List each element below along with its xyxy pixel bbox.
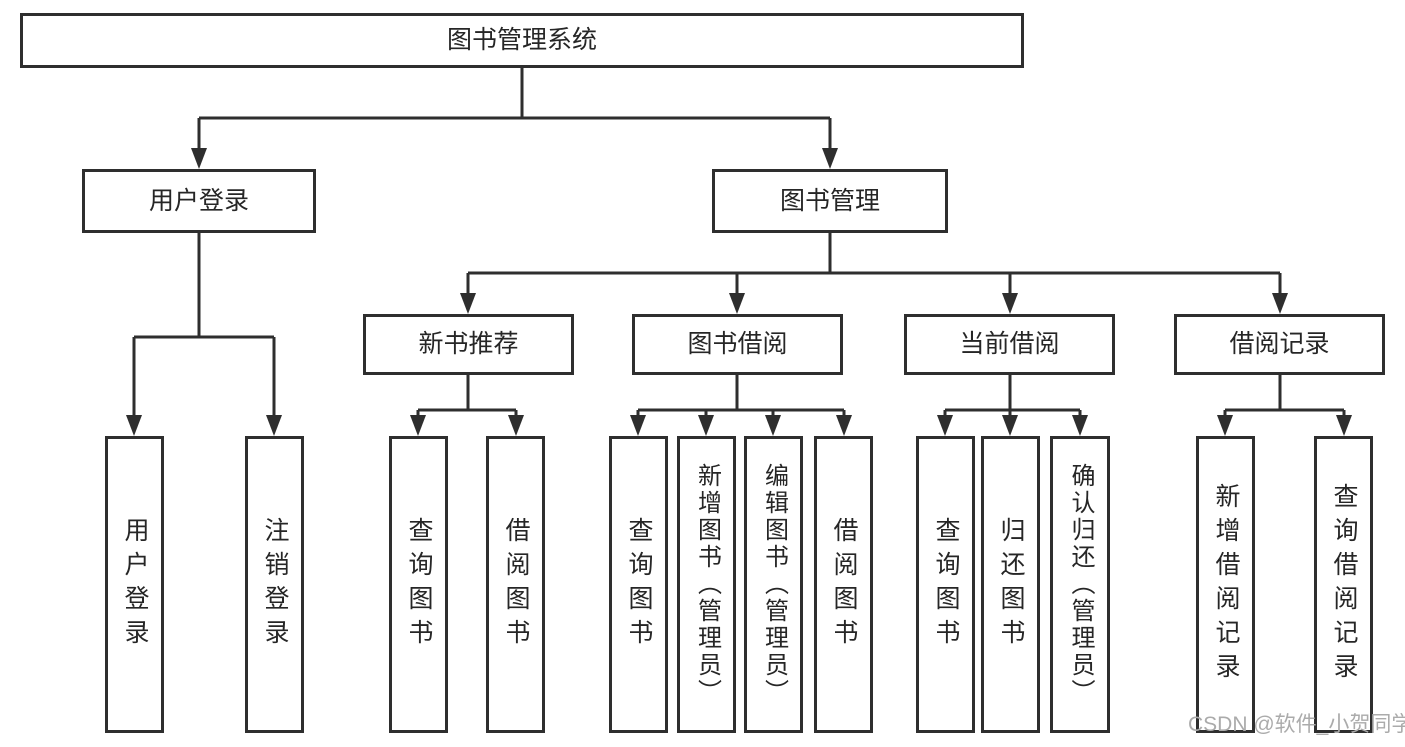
arrow-down: [937, 415, 953, 436]
arrow-down: [460, 293, 476, 314]
node-current-borrow-label: 当前借阅: [959, 330, 1060, 358]
leaf-borrow-books: 借阅图书: [486, 436, 545, 733]
arrow-down: [836, 415, 852, 436]
arrow-down: [1002, 293, 1018, 314]
edges-management-to-groups: [460, 233, 1288, 314]
leaf-label: 新增图书（管理员）: [693, 463, 721, 706]
node-root: 图书管理系统: [20, 13, 1024, 68]
node-borrow-records: 借阅记录: [1174, 314, 1385, 375]
node-book-management: 图书管理: [712, 169, 948, 233]
leaf-query-books: 查询图书: [389, 436, 448, 733]
arrow-down: [698, 415, 714, 436]
leaf-query-books: 查询图书: [916, 436, 975, 733]
leaf-confirm-return-admin: 确认归还（管理员）: [1050, 436, 1110, 733]
arrow-down: [1272, 293, 1288, 314]
arrow-down: [1217, 415, 1233, 436]
node-book-borrow-label: 图书借阅: [687, 330, 788, 358]
leaf-edit-books-admin: 编辑图书（管理员）: [744, 436, 803, 733]
leaf-label: 借阅图书: [830, 516, 858, 653]
arrow-down: [1336, 415, 1352, 436]
leaf-label: 查询图书: [405, 516, 433, 653]
node-current-borrow: 当前借阅: [904, 314, 1115, 375]
arrow-down: [765, 415, 781, 436]
edges-current-borrow-to-leaves: [937, 375, 1088, 436]
node-book-management-label: 图书管理: [779, 186, 880, 215]
arrow-down: [822, 148, 838, 169]
edges-login-to-leaves: [126, 233, 282, 436]
arrow-down: [1002, 415, 1018, 436]
leaf-label: 注销登录: [261, 516, 289, 653]
edges-root-to-level2: [191, 68, 838, 169]
leaf-add-books-admin: 新增图书（管理员）: [677, 436, 736, 733]
edges-new-book-recommend-to-leaves: [410, 375, 524, 436]
csdn-watermark: CSDN @软件_小贺同学: [1188, 713, 1405, 736]
leaf-label: 新增借阅记录: [1212, 482, 1240, 687]
arrow-down: [410, 415, 426, 436]
leaf-query-borrow-record: 查询借阅记录: [1314, 436, 1373, 733]
leaf-logout: 注销登录: [245, 436, 304, 733]
arrow-down: [729, 293, 745, 314]
leaf-label: 查询图书: [625, 516, 653, 653]
arrow-down: [630, 415, 646, 436]
node-book-borrow: 图书借阅: [632, 314, 843, 375]
leaf-label: 借阅图书: [502, 516, 530, 653]
node-user-login-label: 用户登录: [148, 186, 249, 215]
node-borrow-records-label: 借阅记录: [1229, 330, 1330, 358]
leaf-user-login: 用户登录: [105, 436, 164, 733]
leaf-label: 查询图书: [932, 516, 960, 653]
arrow-down: [266, 415, 282, 436]
node-user-login: 用户登录: [82, 169, 316, 233]
leaf-label: 确认归还（管理员）: [1067, 463, 1094, 706]
node-root-label: 图书管理系统: [446, 26, 597, 54]
arrow-down: [1072, 415, 1088, 436]
leaf-borrow-books: 借阅图书: [814, 436, 873, 733]
edges-book-borrow-to-leaves: [630, 375, 852, 436]
leaf-label: 查询借阅记录: [1330, 482, 1358, 687]
leaf-label: 归还图书: [997, 516, 1025, 653]
node-new-book-recommend: 新书推荐: [363, 314, 574, 375]
arrow-down: [126, 415, 142, 436]
leaf-return-books: 归还图书: [981, 436, 1040, 733]
leaf-label: 编辑图书（管理员）: [760, 463, 788, 706]
node-new-book-recommend-label: 新书推荐: [418, 330, 519, 358]
leaf-query-books: 查询图书: [609, 436, 668, 733]
arrow-down: [191, 148, 207, 169]
leaf-label: 用户登录: [121, 516, 149, 653]
leaf-add-borrow-record: 新增借阅记录: [1196, 436, 1255, 733]
arrow-down: [508, 415, 524, 436]
edges-borrow-records-to-leaves: [1217, 375, 1352, 436]
